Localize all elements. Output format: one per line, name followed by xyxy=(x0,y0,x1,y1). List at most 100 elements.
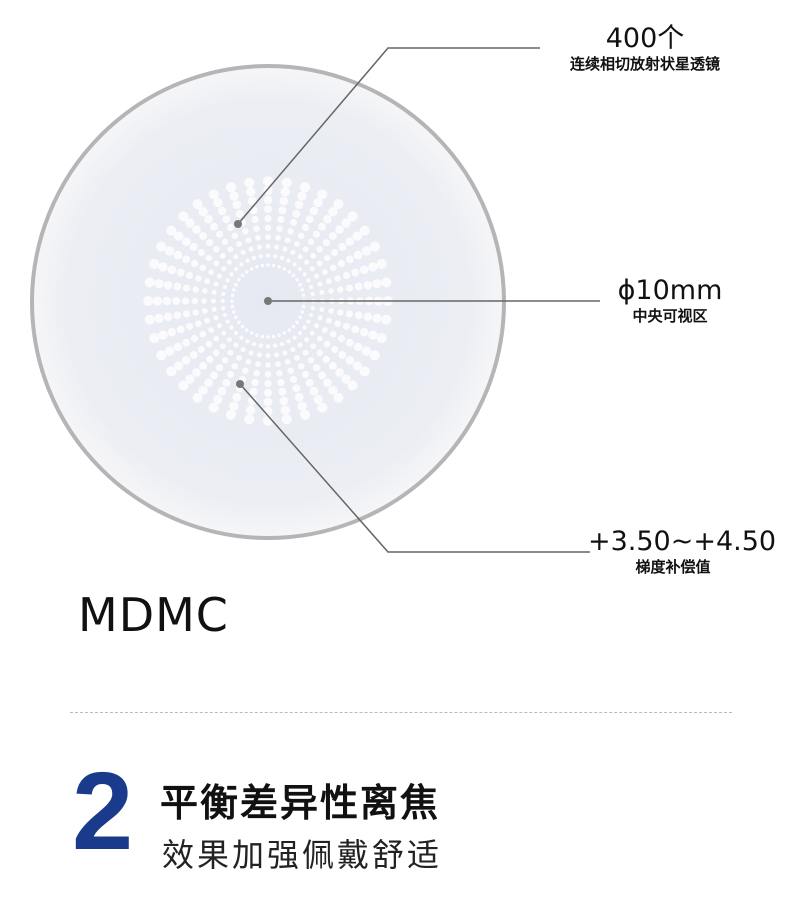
lenslet-dot xyxy=(185,218,195,228)
lenslet-dot xyxy=(297,342,303,348)
lenslet-dot xyxy=(225,278,230,283)
lenslet-dot xyxy=(173,282,182,291)
lenslet-dot xyxy=(328,385,338,395)
lenslet-dot xyxy=(213,315,219,321)
lenslet-dot xyxy=(354,282,363,291)
lenslet-dot xyxy=(237,278,241,282)
lenslet-dot xyxy=(176,268,185,277)
lenslet-dot xyxy=(313,197,323,208)
lenslet-dot xyxy=(198,385,208,395)
lenslet-dot xyxy=(287,228,294,235)
lenslet-dot xyxy=(229,325,234,330)
lenslet-dot xyxy=(329,330,337,338)
lenslet-dot xyxy=(328,207,338,217)
lenslet-dot xyxy=(302,325,307,330)
lenslet-dot xyxy=(342,271,351,280)
lenslet-dot xyxy=(247,196,257,206)
lenslet-dot xyxy=(345,284,354,292)
lenslet-dot xyxy=(300,310,305,314)
lenslet-dot xyxy=(310,343,317,350)
lenslet-dot xyxy=(251,378,259,387)
lenslet-dot xyxy=(299,409,311,420)
lenslet-dot xyxy=(233,254,239,260)
callout-value: +3.50~+4.50 xyxy=(588,526,777,557)
callout-center-zone: ϕ10mm 中央可视区 xyxy=(600,276,740,326)
lenslet-dot xyxy=(204,378,213,388)
lenslet-dot xyxy=(265,253,271,258)
lenslet-dot xyxy=(352,361,362,371)
lenslet-dot xyxy=(232,310,236,314)
lenslet-dot xyxy=(212,245,220,253)
lenslet-dot xyxy=(144,314,155,325)
lenslet-dot xyxy=(304,259,310,265)
callout-line-lenslets xyxy=(237,47,540,225)
lenslet-dot xyxy=(239,335,244,340)
lenslet-dot xyxy=(211,306,217,313)
lenslet-dot xyxy=(294,200,304,210)
lenslet-dot xyxy=(260,334,265,339)
lenslet-dot xyxy=(345,255,354,264)
lenslet-dot xyxy=(182,338,191,347)
lenslet-dot xyxy=(190,259,199,268)
lenslet-dot xyxy=(292,384,301,393)
lenslet-dot xyxy=(233,330,239,336)
lenslet-dot xyxy=(221,291,226,297)
lenslet-dot xyxy=(231,362,239,370)
lenslet-dot xyxy=(264,370,272,378)
lenslet-dot xyxy=(287,367,294,374)
lenslet-dot xyxy=(328,361,337,370)
lenslet-dot xyxy=(158,262,168,272)
lenslet-dot xyxy=(221,238,229,246)
lenslet-dot xyxy=(264,214,272,223)
lenslet-dot xyxy=(287,270,292,274)
lenslet-dot xyxy=(325,278,332,285)
lenslet-dot xyxy=(294,241,300,247)
lenslet-dot xyxy=(164,246,175,256)
lenslet-dot xyxy=(277,378,285,387)
lenslet-dot xyxy=(263,397,273,407)
lenslet-dot xyxy=(217,386,227,396)
lenslet-dot xyxy=(310,291,315,297)
lenslet-dot xyxy=(277,215,285,224)
lenslet-dot xyxy=(210,298,216,304)
lenslet-dot xyxy=(258,343,264,348)
lenslet-dot xyxy=(359,366,370,377)
lenslet-dot xyxy=(322,355,330,363)
lenslet-dot xyxy=(152,296,163,306)
lenslet-dot xyxy=(245,258,250,263)
lenslet-dot xyxy=(305,215,314,224)
lenslet-dot xyxy=(347,380,358,391)
lenslet-dot xyxy=(163,280,173,290)
lenslet-dot xyxy=(199,264,207,272)
lenslet-dot xyxy=(337,334,346,343)
lenslet-dot xyxy=(314,323,320,329)
lenslet-dot xyxy=(301,293,306,298)
lenslet-dot xyxy=(226,370,235,379)
lenslet-dot xyxy=(281,414,292,425)
lenslet-dot xyxy=(335,225,344,234)
lenslet-dot xyxy=(290,347,296,353)
lenslet-dot xyxy=(189,351,198,359)
lenslet-dot xyxy=(318,371,326,380)
lenslet-dot xyxy=(292,335,297,340)
lenslet-dot xyxy=(236,241,242,247)
lenslet-dot xyxy=(253,370,260,377)
lenslet-dot xyxy=(239,262,244,267)
lenslet-dot xyxy=(331,248,339,257)
lenslet-dot xyxy=(185,322,194,331)
lenslet-dot xyxy=(334,275,341,282)
lenslet-dot xyxy=(345,310,354,318)
lenslet-dot xyxy=(359,265,369,275)
lenslet-dot xyxy=(167,265,177,275)
lenslet-dot xyxy=(143,295,154,307)
lenslet-dot xyxy=(237,320,241,325)
lenslet-dot xyxy=(278,206,287,215)
lenslet-dot xyxy=(199,361,208,370)
divider xyxy=(70,712,732,713)
feature-title: 平衡差异性离焦 xyxy=(160,781,441,825)
lenslet-dot xyxy=(297,362,305,370)
lenslet-dot xyxy=(248,350,254,356)
callout-value: 400个 xyxy=(605,23,685,54)
lenslet-dot xyxy=(251,215,259,224)
lenslet-dot xyxy=(167,327,177,337)
